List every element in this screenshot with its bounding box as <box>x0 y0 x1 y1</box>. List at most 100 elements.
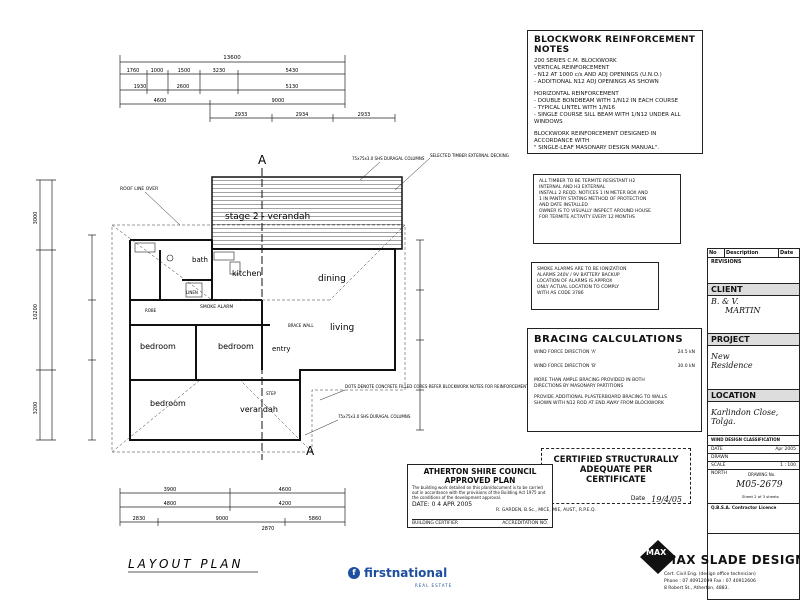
qbsa-label: Q.B.S.A. Contractor Licence <box>708 504 799 534</box>
smoke-notes-box: SMOKE ALARMS ARE TO BE IONIZATION ALARMS… <box>531 262 659 310</box>
council-cert-label: BUILDING CERTIFIER <box>412 521 459 526</box>
timber-line-5: OWNER IS TO VISUALLY INSPECT AROUND HOUS… <box>539 209 651 214</box>
council-date: 0 4 APR 2005 <box>431 501 473 508</box>
project-value: New Residence <box>708 346 799 390</box>
dim-b1-0: 3900 <box>164 487 177 493</box>
firstnational-text: firstnational <box>364 566 448 580</box>
certified-line-1: CERTIFIED STRUCTURALLY <box>553 455 679 465</box>
room-living: living <box>330 323 354 333</box>
project-2: Residence <box>711 361 753 370</box>
timber-line-3: 1 IN PANTRY STATING METHOD OF PROTECTION <box>539 197 647 202</box>
blockwork-notes-box: BLOCKWORK REINFORCEMENT NOTES 200 SERIES… <box>527 30 703 154</box>
certified-line-2: ADEQUATE PER CERTIFICATE <box>579 465 653 485</box>
client-name-2: MARTIN <box>725 306 761 315</box>
firstnational-sub: REAL ESTATE <box>415 583 453 588</box>
smoke-line-4: WITH AS CODE 3786 <box>537 291 584 296</box>
bracing-a-label: WIND FORCE DIRECTION 'A' <box>534 350 597 355</box>
roof-line <box>111 224 406 453</box>
client-value: B. & V. MARTIN <box>708 296 799 334</box>
council-title-2: APPROVED PLAN <box>444 476 516 485</box>
date-value: Apr 2005 <box>775 447 796 452</box>
bracing-line-2: PROVIDE ADDITIONAL PLASTERBOARD BRACING … <box>534 395 667 400</box>
blockwork-title: BLOCKWORK REINFORCEMENT NOTES <box>534 35 696 55</box>
dim-b3-2: 2870 <box>262 526 275 532</box>
blockwork-line-7: - SINGLE COURSE SILL BEAM WITH 1/N12 UND… <box>534 112 681 125</box>
blockwork-line-6: - TYPICAL LINTEL WITH 1/N16 <box>534 105 616 111</box>
top-dimension-lines <box>119 55 396 122</box>
drawing-no: M05-2679 <box>736 480 783 490</box>
timber-line-0: ALL TIMBER TO BE TERMITE RESISTANT H2 <box>539 179 636 184</box>
note-timber-decking: SELECTED TIMBER EXTERNAL DECKING <box>430 153 509 158</box>
bracing-line-0: MORE THAN AMPLE BRACING PROVIDED IN BOTH <box>534 378 645 383</box>
bracing-row-b: WIND FORCE DIRECTION 'B' 30.0 kN <box>534 364 695 370</box>
rev-col-date: Date <box>780 250 794 256</box>
section-a-top: A <box>258 153 267 167</box>
location-label: LOCATION <box>708 390 799 402</box>
certified-date: 19/4/05 <box>651 495 682 504</box>
room-bath: bath <box>192 256 208 264</box>
note-brace-wall: BRACE WALL <box>288 323 314 328</box>
dim-left-1: 10200 <box>33 304 39 320</box>
company-name: MAX SLADE DESIGNS <box>664 553 800 567</box>
certified-stamp: CERTIFIED STRUCTURALLY ADEQUATE PER CERT… <box>541 448 691 504</box>
rev-col-desc: Description <box>725 249 779 257</box>
council-stamp: ATHERTON SHIRE COUNCIL APPROVED PLAN The… <box>407 464 553 528</box>
note-roof-line: ROOF LINE OVER <box>120 186 158 192</box>
blockwork-line-4: HORIZONTAL REINFORCEMENT <box>534 91 619 97</box>
dim-t1-4: 5430 <box>286 68 299 74</box>
project-1: New <box>711 352 730 361</box>
dim-t1-3: 3230 <box>213 68 226 74</box>
label-robe: ROBE <box>145 308 157 313</box>
dim-b3-0: 2830 <box>133 516 146 522</box>
bracing-b-value: 30.0 kN <box>677 364 695 369</box>
dim-t2-1: 2600 <box>177 84 190 90</box>
note-step: STEP <box>266 391 277 396</box>
firstnational-logo-icon: f <box>348 567 360 579</box>
certified-date-label: Date <box>630 495 646 502</box>
dim-t3-0: 4600 <box>154 98 167 104</box>
blockwork-line-1: VERTICAL REINFORCEMENT <box>534 65 610 71</box>
bracing-a-value: 24.5 kN <box>677 350 695 355</box>
dim-left-2: 3200 <box>33 402 39 415</box>
timber-line-2: INSTALL 2 REQD. NOTICES 1 IN METER BOX A… <box>539 191 648 196</box>
dim-b3-3: 5860 <box>309 516 322 522</box>
bracing-line-1: DIRECTIONS BY MASONARY PARTITIONS <box>534 384 624 389</box>
dim-t1-0: 1760 <box>127 68 140 74</box>
sheet-no: Sheet 2 of 3 sheets <box>742 494 779 499</box>
revisions-label: REVISIONS <box>708 258 799 284</box>
blockwork-line-3: - ADDITIONAL N12 ADJ OPENINGS AS SHOWN <box>534 79 659 85</box>
scale-value: 1 : 100 <box>780 463 796 468</box>
engineer-line: R. GARDEN, B.Sc., MICE, MIE, AUST., R.P.… <box>496 508 596 513</box>
plan-title: LAYOUT PLAN <box>128 557 244 571</box>
dim-b2-1: 4200 <box>279 501 292 507</box>
location-1: Karlindon Close, <box>711 408 779 417</box>
date-row: DATE Apr 2005 <box>708 446 799 454</box>
location-2: Tolga. <box>711 417 736 426</box>
bracing-line-3: SHOWN WITH N12 ROD AT END AWAY FROM BLOC… <box>534 401 664 406</box>
location-value: Karlindon Close, Tolga. <box>708 402 799 436</box>
blockwork-line-9: " SINGLE-LEAF MASONARY DESIGN MANUAL". <box>534 145 659 151</box>
right-dimension-lines <box>416 239 424 431</box>
blockwork-line-2: - N12 AT 1000 c/s AND ADJ OPENINGS (U.N.… <box>534 72 662 78</box>
logo-diamond-icon: MAX <box>640 540 676 574</box>
fixtures <box>134 242 241 298</box>
bottom-dimension-lines <box>119 488 346 526</box>
rev-col-no: No <box>708 249 725 257</box>
smoke-line-3: ONLY ACTUAL LOCATION TO COMPLY <box>537 285 620 290</box>
revision-header: No Description Date <box>708 249 799 258</box>
bracing-row-a: WIND FORCE DIRECTION 'A' 24.5 kN <box>534 350 695 356</box>
label-linen: LINEN <box>186 290 198 295</box>
dim-b3-1: 9000 <box>216 516 229 522</box>
smoke-line-0: SMOKE ALARMS ARE TO BE IONIZATION <box>537 267 627 272</box>
dim-b1-1: 4600 <box>279 487 292 493</box>
council-title-1: ATHERTON SHIRE COUNCIL <box>423 467 537 476</box>
timber-line-6: FOR TERMITE ACTIVITY EVERY 12 MONTHS <box>539 215 635 220</box>
bracing-title: BRACING CALCULATIONS <box>534 334 684 345</box>
dim-t1-1: 1000 <box>151 68 164 74</box>
dim-t2-0: 1930 <box>134 84 147 90</box>
north-label: NORTH <box>711 471 727 476</box>
stage2-verandah-deck <box>211 176 403 250</box>
dim-t4-0: 2933 <box>235 112 248 118</box>
drawing-row: NORTH DRAWING No. M05-2679 Sheet 2 of 3 … <box>708 470 799 504</box>
